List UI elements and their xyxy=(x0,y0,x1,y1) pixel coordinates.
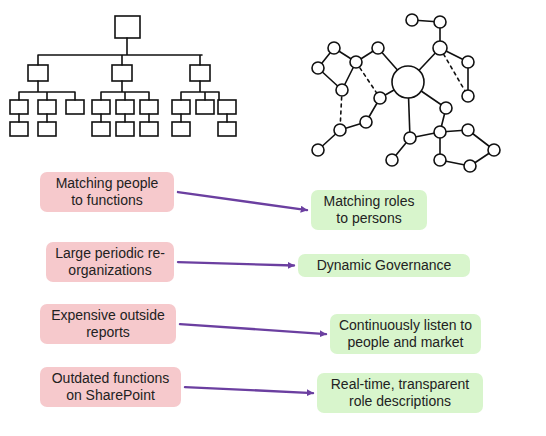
network-node xyxy=(374,92,386,104)
org-chart-box xyxy=(218,100,236,114)
org-chart-box xyxy=(92,122,110,136)
network-node xyxy=(350,56,362,68)
org-chart-wire xyxy=(38,38,202,65)
band-text: Large periodic re-organizations xyxy=(54,245,166,279)
band-text: Real-time, transparent role descriptions xyxy=(325,376,475,410)
new-practice-band: Real-time, transparent role descriptions xyxy=(317,373,483,413)
network-node xyxy=(462,124,474,136)
org-chart-box xyxy=(66,100,84,114)
old-practice-band: Outdated functions on SharePoint xyxy=(40,367,181,407)
org-chart-box xyxy=(10,100,28,114)
org-chart-box xyxy=(115,16,140,38)
org-chart-box xyxy=(190,65,210,81)
org-chart-box xyxy=(196,100,214,114)
band-text: Matching people to functions xyxy=(48,175,166,209)
org-chart-box xyxy=(112,65,132,81)
transition-arrow xyxy=(180,324,326,334)
network-link xyxy=(318,20,494,166)
band-text: Matching roles to persons xyxy=(319,193,419,227)
network-node xyxy=(434,154,446,166)
transition-arrow xyxy=(178,192,307,210)
network-node xyxy=(372,42,384,54)
org-chart-box xyxy=(10,122,28,136)
org-chart-box xyxy=(116,100,134,114)
network-node xyxy=(434,126,446,138)
band-text: Expensive outside reports xyxy=(48,307,168,341)
org-chart-box xyxy=(38,100,56,114)
band-text: Continuously listen to people and market xyxy=(338,317,473,351)
org-chart-box xyxy=(116,122,134,136)
old-practice-band: Matching people to functions xyxy=(40,172,174,212)
network-node xyxy=(462,90,474,102)
org-chart-box xyxy=(28,65,48,81)
org-chart-wire xyxy=(19,81,219,100)
network-node xyxy=(462,56,474,68)
network-node xyxy=(386,154,398,166)
new-practice-band: Dynamic Governance xyxy=(298,254,470,277)
new-practice-band: Continuously listen to people and market xyxy=(330,314,481,354)
org-chart-wire xyxy=(19,114,227,122)
old-practice-band: Large periodic re-organizations xyxy=(46,242,174,282)
network-node xyxy=(464,160,476,172)
network-hub xyxy=(392,66,424,98)
network-node xyxy=(360,116,372,128)
org-chart-box xyxy=(218,122,236,136)
network-node xyxy=(404,132,416,144)
old-practice-band: Expensive outside reports xyxy=(40,304,176,344)
org-chart-box xyxy=(172,100,190,114)
network-node xyxy=(334,124,346,136)
network-dashed-link xyxy=(340,48,468,130)
new-practice-band: Matching roles to persons xyxy=(311,190,427,230)
band-text: Outdated functions on SharePoint xyxy=(48,370,173,404)
org-chart-box xyxy=(172,122,190,136)
network-node xyxy=(440,102,452,114)
band-text: Dynamic Governance xyxy=(306,257,462,274)
network-node xyxy=(312,62,324,74)
org-chart-box xyxy=(92,100,110,114)
network-node xyxy=(328,42,340,54)
transition-arrow xyxy=(185,387,313,393)
org-chart-box xyxy=(140,100,158,114)
org-chart-box xyxy=(140,122,158,136)
network-node xyxy=(433,41,447,55)
network-node xyxy=(434,16,446,28)
network-node xyxy=(312,144,324,156)
org-chart-box xyxy=(38,122,56,136)
transition-arrow xyxy=(178,262,294,265)
network-node xyxy=(406,14,418,26)
network-node xyxy=(488,144,500,156)
network-node xyxy=(336,84,348,96)
